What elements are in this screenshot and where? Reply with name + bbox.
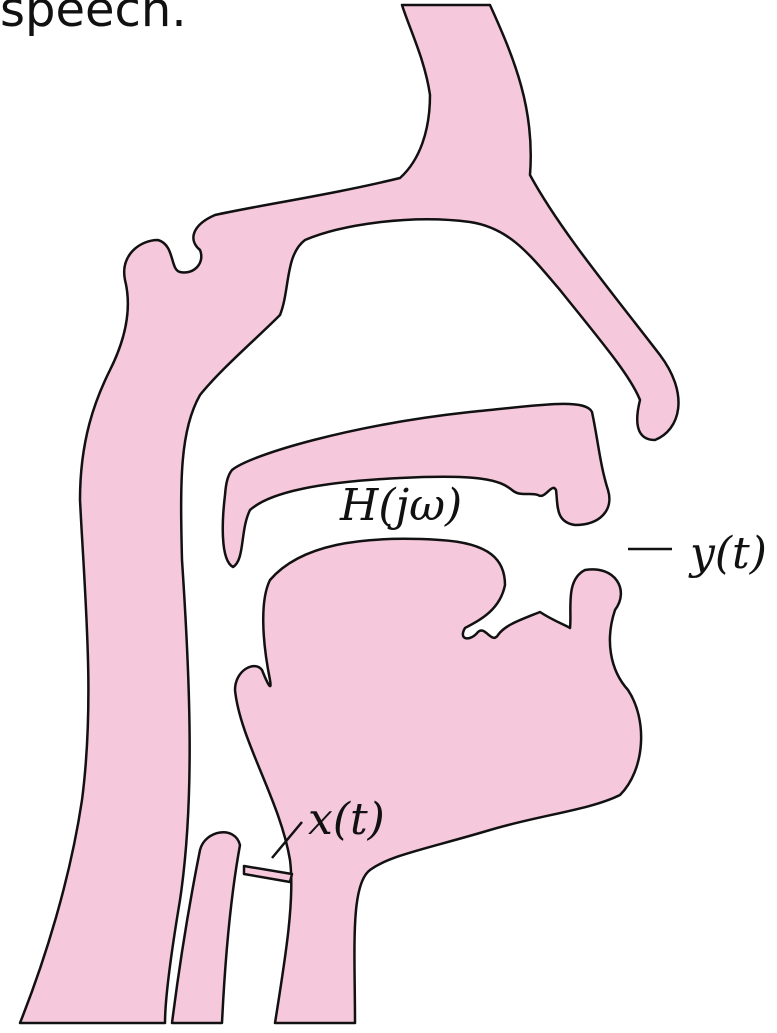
output-signal-label: y(t) — [688, 528, 767, 579]
tongue-jaw — [235, 539, 641, 1023]
input-signal-label: x(t) — [308, 794, 385, 845]
glottis-bar — [244, 866, 292, 882]
caption-text: speech. — [0, 0, 187, 38]
transfer-function-label: H(jω) — [339, 480, 462, 531]
